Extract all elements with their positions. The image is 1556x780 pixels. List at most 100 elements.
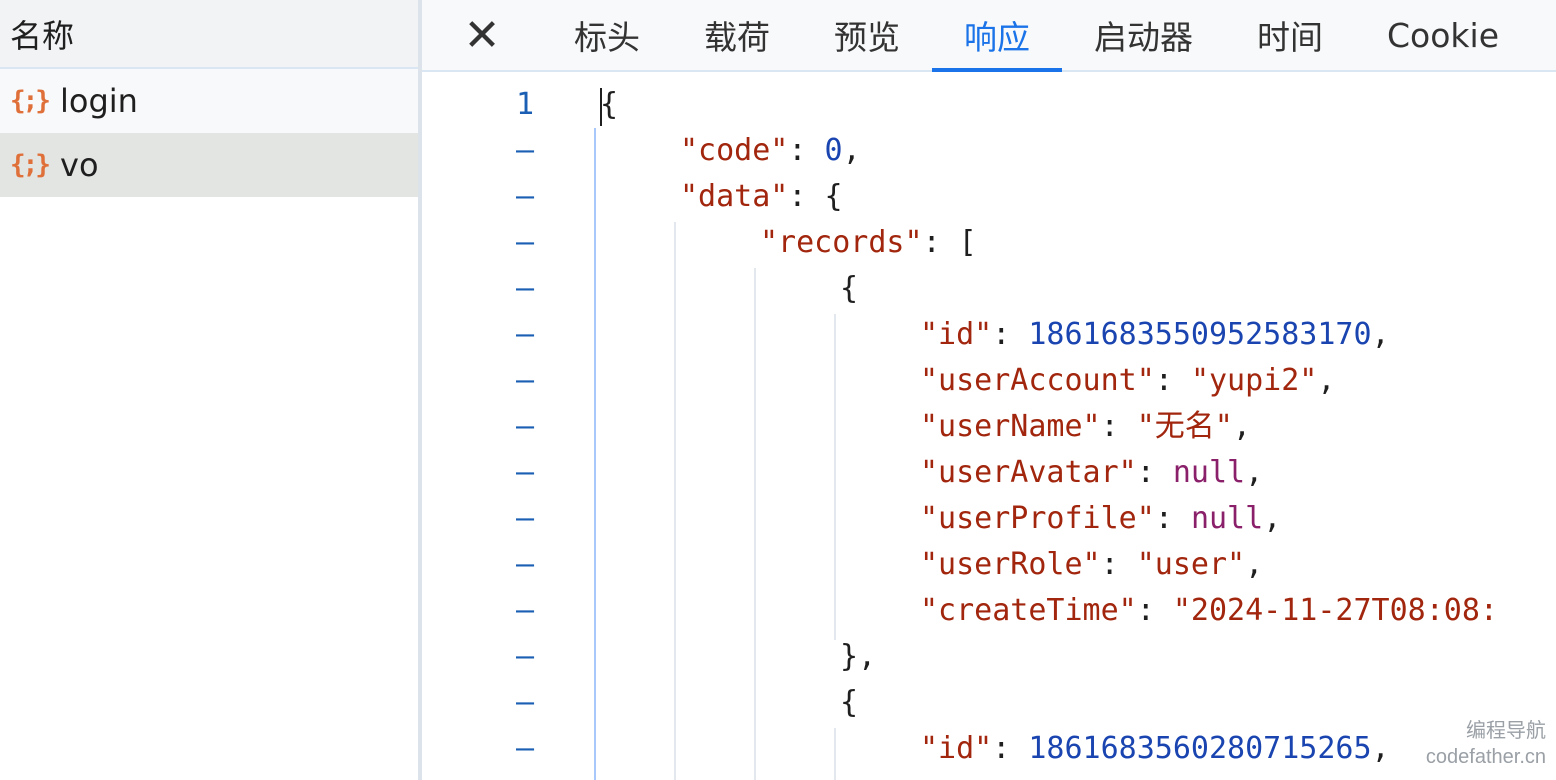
json-key: "id" [920, 317, 993, 352]
request-item-vo[interactable]: {;} vo [0, 133, 418, 197]
text-cursor [600, 88, 602, 126]
json-punctuation: : [1136, 455, 1173, 490]
details-tab-bar: ✕ 标头 载荷 预览 响应 启动器 时间 Cookie [422, 0, 1556, 72]
code-text: { [600, 82, 618, 128]
line-number: – [515, 547, 534, 582]
json-key: "records" [760, 225, 923, 260]
code-line: – "userAvatar": null, [422, 450, 1556, 496]
json-key: "userAccount" [920, 363, 1155, 398]
code-line: – "userName": "无名", [422, 404, 1556, 450]
json-key: "userRole" [920, 547, 1101, 582]
watermark: 编程导航 codefather.cn [1426, 718, 1546, 770]
code-line: –"data": { [422, 174, 1556, 220]
json-punctuation: : { [788, 179, 843, 214]
request-list-panel: 名称 {;} login {;} vo [0, 0, 418, 780]
request-name: vo [60, 146, 99, 184]
tab-timing[interactable]: 时间 [1257, 18, 1323, 57]
name-column-header[interactable]: 名称 [0, 0, 418, 69]
code-line: –}, [422, 634, 1556, 680]
code-text: "userAccount": "yupi2", [920, 358, 1335, 404]
code-text: "userAvatar": null, [920, 450, 1263, 496]
json-punctuation: , [842, 133, 861, 168]
json-punctuation: , [1371, 731, 1390, 766]
json-punctuation: , [1232, 409, 1251, 444]
response-code-view[interactable]: 1{–"code": 0,–"data": {–"records": [–{–"… [422, 72, 1556, 780]
line-number: – [515, 317, 534, 352]
code-line: –"code": 0, [422, 128, 1556, 174]
json-punctuation: { [840, 685, 859, 720]
json-punctuation: : [ [922, 225, 977, 260]
tab-initiator[interactable]: 启动器 [1094, 18, 1193, 57]
json-punctuation: { [840, 271, 859, 306]
code-line: –"id": 1861683550952583170, [422, 312, 1556, 358]
code-line: – "userAccount": "yupi2", [422, 358, 1556, 404]
json-key: "id" [920, 731, 993, 766]
code-line: – "userProfile": null, [422, 496, 1556, 542]
tab-cookies[interactable]: Cookie [1387, 15, 1500, 55]
json-punctuation: { [600, 87, 619, 122]
json-value: "2024-11-27T08:08: [1172, 593, 1498, 628]
line-number: – [515, 455, 534, 490]
watermark-url: codefather.cn [1425, 746, 1546, 768]
code-text: { [840, 266, 858, 312]
json-punctuation: : [1100, 409, 1137, 444]
code-text: }, [840, 634, 876, 680]
json-value: null [1172, 455, 1246, 490]
indent-guide [594, 128, 596, 780]
code-text: "userProfile": null, [920, 496, 1281, 542]
tab-response[interactable]: 响应 [932, 0, 1062, 72]
json-icon: {;} [10, 150, 51, 180]
json-value: null [1190, 501, 1264, 536]
indent-guide [834, 728, 836, 780]
json-key: "userName" [920, 409, 1101, 444]
code-line: 1{ [422, 82, 1556, 128]
json-value: "无名" [1136, 409, 1233, 444]
line-number: – [515, 363, 534, 398]
json-value: 1861683550952583170 [1028, 317, 1372, 352]
json-punctuation: , [1371, 317, 1390, 352]
json-punctuation: : [788, 133, 825, 168]
code-text: { [840, 680, 858, 726]
code-line: –"createTime": "2024-11-27T08:08: [422, 588, 1556, 634]
code-text: "userName": "无名", [920, 404, 1251, 450]
tab-headers[interactable]: 标头 [574, 18, 640, 57]
json-punctuation: : [1154, 501, 1191, 536]
code-line: – "id": 1861683560280715265, [422, 726, 1556, 772]
line-number: – [515, 501, 534, 536]
json-punctuation: : [1100, 547, 1137, 582]
json-punctuation: : [1154, 363, 1191, 398]
indent-guide [674, 222, 676, 780]
json-punctuation: , [1245, 455, 1264, 490]
request-name: login [60, 82, 138, 120]
code-text: "createTime": "2024-11-27T08:08: [920, 588, 1498, 634]
json-value: 1861683560280715265 [1028, 731, 1372, 766]
json-key: "userProfile" [920, 501, 1155, 536]
code-text: "code": 0, [680, 128, 861, 174]
code-text: "userRole": "user", [920, 542, 1263, 588]
json-key: "createTime" [920, 593, 1137, 628]
code-line: –{ [422, 680, 1556, 726]
code-line: – "userRole": "user", [422, 542, 1556, 588]
code-text: "records": [ [760, 220, 977, 266]
request-item-login[interactable]: {;} login [0, 69, 418, 133]
code-text: "data": { [680, 174, 843, 220]
line-number: – [515, 225, 534, 260]
line-number: – [515, 639, 534, 674]
tab-payload[interactable]: 载荷 [704, 18, 770, 57]
line-number: – [515, 409, 534, 444]
panel-resizer[interactable] [418, 0, 422, 780]
watermark-title: 编程导航 [1466, 720, 1546, 742]
json-key: "userAvatar" [920, 455, 1137, 490]
tab-preview[interactable]: 预览 [834, 18, 900, 57]
json-key: "code" [680, 133, 789, 168]
json-punctuation: : [992, 731, 1029, 766]
json-value: "user" [1136, 547, 1246, 582]
json-punctuation: }, [840, 639, 877, 674]
code-text: "id": 1861683560280715265, [920, 726, 1390, 772]
line-number: – [515, 731, 534, 766]
json-value: 0 [824, 133, 843, 168]
json-icon: {;} [10, 86, 51, 116]
code-line: –{ [422, 266, 1556, 312]
json-punctuation: , [1245, 547, 1264, 582]
close-icon[interactable]: ✕ [463, 9, 501, 61]
